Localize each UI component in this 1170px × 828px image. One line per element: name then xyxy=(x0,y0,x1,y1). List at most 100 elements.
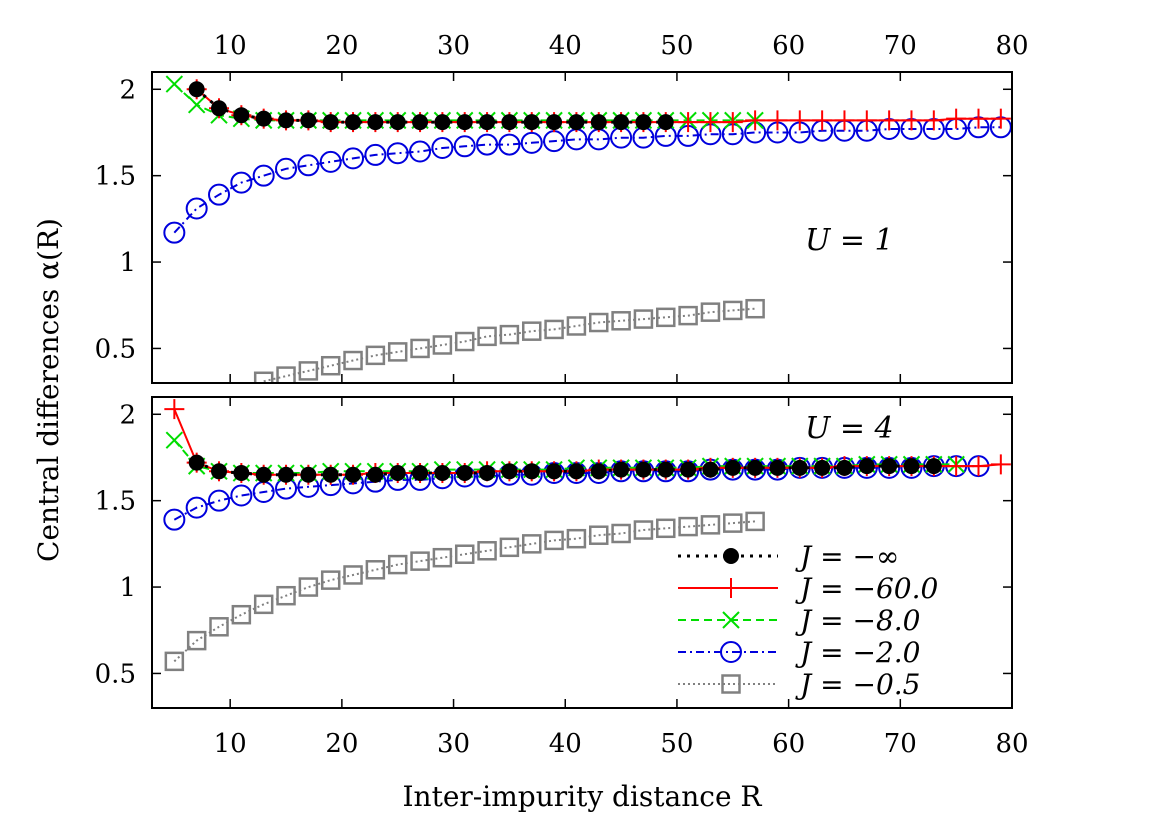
x-tick-label: 80 xyxy=(995,729,1028,759)
data-point-J_2 xyxy=(453,135,476,158)
data-point-J_inf xyxy=(479,114,496,131)
x-top-tick-label: 40 xyxy=(549,31,582,61)
data-point-J_05 xyxy=(521,534,542,554)
data-point-J_60 xyxy=(946,108,967,129)
data-point-J_05 xyxy=(521,321,542,341)
panel-top-ticks xyxy=(152,72,1013,383)
legend-label: J = −60.0 xyxy=(795,572,938,605)
data-point-J_05 xyxy=(298,577,319,597)
data-point-J_60 xyxy=(990,454,1011,475)
data-point-J_2 xyxy=(297,154,320,177)
panel-top-annotation: U = 1 xyxy=(805,223,894,258)
data-point-J_2 xyxy=(275,157,298,180)
data-point-J_inf xyxy=(211,100,228,117)
data-point-J_60 xyxy=(990,108,1011,129)
legend-item-J_05: J = −0.5 xyxy=(678,668,920,701)
data-point-J_inf xyxy=(412,465,429,482)
data-point-J_inf xyxy=(345,466,362,483)
data-point-J_inf xyxy=(233,107,250,124)
data-point-J_05 xyxy=(298,361,319,381)
data-point-J_05 xyxy=(387,554,408,575)
data-point-J_05 xyxy=(678,305,698,326)
x-top-tick-label: 30 xyxy=(437,31,470,61)
data-point-J_inf xyxy=(211,463,228,480)
data-point-J_05 xyxy=(678,516,698,537)
data-point-J_inf xyxy=(858,458,875,475)
data-point-J_inf xyxy=(724,459,741,476)
data-point-J_05 xyxy=(656,518,676,539)
y-tick-label: 2 xyxy=(119,400,136,430)
legend-item-J_inf: J = −∞ xyxy=(678,540,899,573)
data-point-J_05 xyxy=(589,525,609,545)
data-point-J_8 xyxy=(187,96,206,114)
data-point-J_05 xyxy=(209,617,229,637)
y-tick-label: 0.5 xyxy=(95,334,136,364)
legend-label: J = −2.0 xyxy=(795,636,920,669)
data-point-J_inf xyxy=(456,114,473,131)
legend-item-J_2: J = −2.0 xyxy=(678,636,920,669)
data-point-J_inf xyxy=(702,461,719,478)
data-point-J_60 xyxy=(968,456,989,477)
legend-marker xyxy=(721,578,741,598)
data-point-J_60 xyxy=(767,110,788,131)
data-point-J_60 xyxy=(946,456,967,477)
data-point-J_inf xyxy=(389,465,406,482)
legend-marker xyxy=(723,548,739,564)
panel-bottom-frame xyxy=(151,396,1013,709)
data-point-J_05 xyxy=(656,307,676,328)
data-point-J_2 xyxy=(163,221,186,244)
data-point-J_05 xyxy=(454,544,475,564)
data-point-J_8 xyxy=(165,431,184,449)
panel-bottom-annotation: U = 4 xyxy=(805,411,894,446)
data-point-J_05 xyxy=(343,350,363,371)
data-point-J_inf xyxy=(925,458,942,475)
data-point-J_inf xyxy=(613,114,630,131)
data-point-J_inf xyxy=(456,465,473,482)
series-J_05 xyxy=(253,298,765,383)
data-point-J_inf xyxy=(590,463,607,480)
data-point-J_60 xyxy=(901,110,922,131)
data-point-J_60 xyxy=(879,110,900,131)
data-point-J_05 xyxy=(365,560,386,580)
series-line-J_05 xyxy=(263,307,756,383)
data-point-J_inf xyxy=(568,463,585,480)
data-point-J_inf xyxy=(881,458,898,475)
series-J_05 xyxy=(164,511,765,672)
data-point-J_60 xyxy=(700,112,721,133)
data-point-J_inf xyxy=(836,459,853,476)
data-point-J_2 xyxy=(386,142,409,165)
data-point-J_inf xyxy=(657,114,674,131)
data-point-J_8 xyxy=(165,75,184,93)
data-point-J_05 xyxy=(723,300,743,321)
data-point-J_inf xyxy=(680,461,697,478)
data-point-J_05 xyxy=(231,604,252,625)
x-tick-label: 10 xyxy=(214,729,247,759)
data-point-J_2 xyxy=(342,147,365,170)
data-point-J_05 xyxy=(276,585,296,606)
data-point-J_inf xyxy=(479,465,496,482)
y-tick-label: 2 xyxy=(119,75,136,105)
data-point-J_05 xyxy=(454,331,475,352)
data-point-J_2 xyxy=(498,133,521,156)
data-point-J_05 xyxy=(410,338,430,359)
data-point-J_2 xyxy=(163,508,186,531)
data-point-J_60 xyxy=(745,110,766,131)
data-point-J_05 xyxy=(164,651,185,672)
data-point-J_inf xyxy=(501,463,518,480)
legend-label: J = −∞ xyxy=(795,540,899,573)
x-top-tick-label: 60 xyxy=(772,31,805,61)
x-tick-label: 70 xyxy=(884,729,917,759)
data-point-J_05 xyxy=(410,551,430,571)
x-top-tick-label: 20 xyxy=(325,31,358,61)
data-point-J_inf xyxy=(255,466,272,483)
data-point-J_inf xyxy=(791,459,808,476)
legend: J = −∞J = −60.0J = −8.0J = −2.0J = −0.5 xyxy=(678,540,938,701)
data-point-J_05 xyxy=(611,523,631,544)
series-line-J_inf xyxy=(196,461,934,477)
x-axis-title: Inter-impurity distance R xyxy=(403,780,763,813)
data-point-J_05 xyxy=(566,528,587,549)
data-point-J_05 xyxy=(477,541,497,561)
